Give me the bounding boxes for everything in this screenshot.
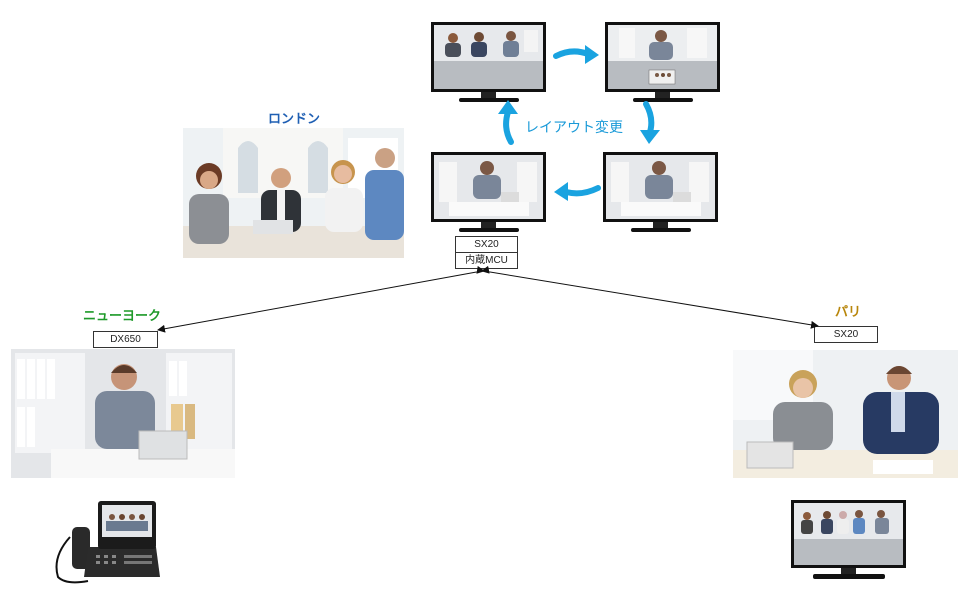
newyork-person-photo: [11, 349, 235, 478]
london-meeting-photo: [183, 128, 404, 258]
monitor-layout-full: [603, 152, 718, 232]
curved-arrow-icon: [498, 100, 518, 145]
monitor-hub: [431, 152, 546, 232]
site-label-paris: パリ: [835, 305, 862, 320]
monitor-layout-gallery: [431, 22, 546, 102]
curved-arrow-icon: [640, 101, 660, 144]
curved-arrow-icon: [553, 45, 599, 64]
monitor-layout-pip: [605, 22, 720, 102]
site-label-newyork: ニューヨーク: [83, 309, 162, 324]
site-label-london: ロンドン: [268, 112, 321, 127]
curved-arrow-icon: [554, 182, 601, 201]
newyork-device-label: DX650: [93, 331, 158, 348]
layout-change-label: レイアウト変更: [525, 120, 623, 136]
paris-device-label: SX20: [814, 326, 878, 343]
paris-meeting-photo: [733, 350, 958, 478]
tv-monitor-icon: [791, 500, 906, 580]
video-phone-icon: [50, 497, 162, 585]
